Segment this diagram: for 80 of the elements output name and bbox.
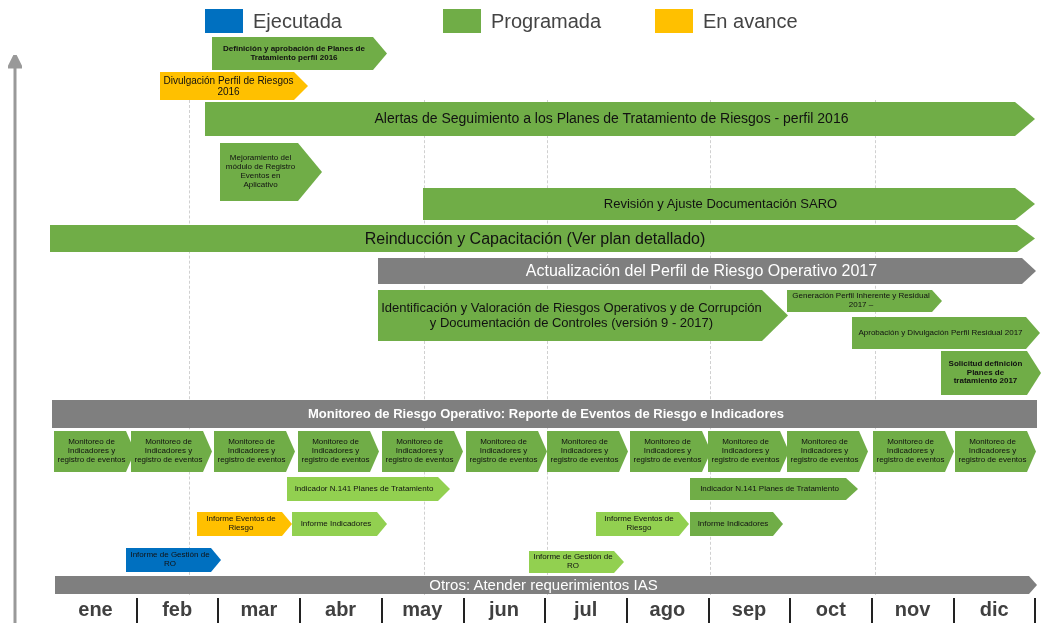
task-label: Monitoreo de Indicadores y registro de eventos	[711, 438, 780, 465]
activity-bar	[287, 477, 450, 501]
task-label: Monitoreo de Indicadores y registro de eventos	[134, 438, 203, 465]
task-label: Mejoramiento del módulo de Registro Eventos en Aplicativo	[224, 154, 297, 190]
month-label: abr	[324, 598, 358, 622]
task-label: Monitoreo de Indicadores y registro de eventos	[790, 438, 859, 465]
activity-bar	[787, 431, 868, 472]
timeline-band	[52, 400, 1037, 428]
timeline-band	[205, 102, 1035, 136]
task-label: Reinducción y Capacitación (Ver plan detallado)	[364, 229, 706, 248]
activity-bar	[214, 431, 295, 472]
task-label: Divulgación Perfil de Riesgos 2016	[163, 75, 294, 97]
legend-label: Programada	[491, 9, 602, 33]
task-label: Informe de Gestión de RO	[532, 553, 614, 571]
task-label: Monitoreo de Indicadores y registro de eventos	[469, 438, 538, 465]
month-label: ago	[648, 598, 687, 622]
task-label: Monitoreo de Indicadores y registro de eventos	[876, 438, 945, 465]
task-label: Identificación y Valoración de Riesgos Operativos y de Corrupción y Documentación de Controles (versión 9 - 2017)	[381, 301, 762, 330]
month-label: oct	[814, 598, 847, 622]
legend-label: En avance	[703, 9, 798, 33]
task-label: Generación Perfil Inherente y Residual 2017 –	[791, 292, 931, 310]
task-label: Indicador N.141 Planes de Tratamiento	[294, 484, 434, 494]
month-label: jun	[487, 598, 520, 622]
month-label: nov	[893, 598, 932, 622]
activity-bar	[852, 317, 1040, 349]
activity-bar	[547, 431, 628, 472]
task-label: Actualización del Perfil de Riesgo Operativo 2017	[525, 262, 878, 280]
activity-bar	[160, 72, 308, 100]
activity-bar	[466, 431, 547, 472]
task-label: Definición y aprobación de Planes de Tratamiento perfil 2016	[222, 44, 366, 63]
activity-bar	[941, 351, 1041, 395]
activity-bar	[131, 431, 212, 472]
task-label: Alertas de Seguimiento a los Planes de Tratamiento de Riesgos - perfil 2016	[374, 111, 849, 127]
task-label: Otros: Atender requerimientos IAS	[429, 576, 658, 594]
task-label: Informe Indicadores	[300, 519, 372, 529]
month-label: jul	[572, 598, 599, 622]
timeline-band	[50, 225, 1035, 252]
task-label: Monitoreo de Indicadores y registro de eventos	[550, 438, 619, 465]
month-label: ene	[77, 598, 114, 622]
activity-bar	[787, 290, 942, 312]
task-label: Solicitud definición Planes de tratamiento 2017	[947, 359, 1024, 387]
task-label: Revisión y Ajuste Documentación SARO	[603, 196, 838, 212]
month-label: mar	[239, 598, 279, 622]
timeline-band	[55, 576, 1037, 594]
month-label: feb	[161, 598, 194, 622]
month-label: may	[401, 598, 444, 622]
timeline-band	[378, 258, 1036, 284]
activity-bar	[212, 37, 387, 70]
task-label: Informe Indicadores	[697, 519, 769, 529]
activity-bar	[197, 512, 292, 536]
task-label: Monitoreo de Indicadores y registro de eventos	[57, 438, 126, 465]
activity-bar	[955, 431, 1036, 472]
month-label: sep	[730, 598, 768, 622]
task-label: Monitoreo de Indicadores y registro de eventos	[958, 438, 1027, 465]
month-label: dic	[978, 598, 1010, 622]
task-label: Monitoreo de Indicadores y registro de eventos	[301, 438, 370, 465]
activity-bar	[220, 143, 322, 201]
task-label: Indicador N.141 Planes de Tratamiento	[700, 484, 839, 494]
task-label: Informe Eventos de Riesgo	[205, 515, 277, 533]
activity-bar	[596, 512, 689, 536]
activity-bar	[708, 431, 789, 472]
task-label: Monitoreo de Riesgo Operativo: Reporte de Eventos de Riesgo e Indicadores	[307, 406, 784, 422]
task-label: Monitoreo de Indicadores y registro de eventos	[385, 438, 454, 465]
task-label: Informe Eventos de Riesgo	[603, 515, 675, 533]
activity-bar	[630, 431, 711, 472]
activity-bar	[292, 512, 387, 536]
activity-bar	[382, 431, 463, 472]
activity-bar	[378, 290, 788, 341]
timeline-band	[423, 188, 1035, 220]
activity-bar	[126, 548, 221, 572]
activity-bar	[690, 512, 783, 536]
task-label: Informe de Gestión de RO	[129, 551, 211, 569]
legend-label: Ejecutada	[253, 9, 342, 33]
activity-bar	[873, 431, 954, 472]
task-label: Monitoreo de Indicadores y registro de eventos	[217, 438, 286, 465]
activity-bar	[529, 551, 624, 573]
activity-bar	[690, 478, 858, 500]
activity-bar	[298, 431, 379, 472]
task-label: Aprobación y Divulgación Perfil Residual 2017	[858, 328, 1023, 338]
task-label: Monitoreo de Indicadores y registro de eventos	[633, 438, 702, 465]
